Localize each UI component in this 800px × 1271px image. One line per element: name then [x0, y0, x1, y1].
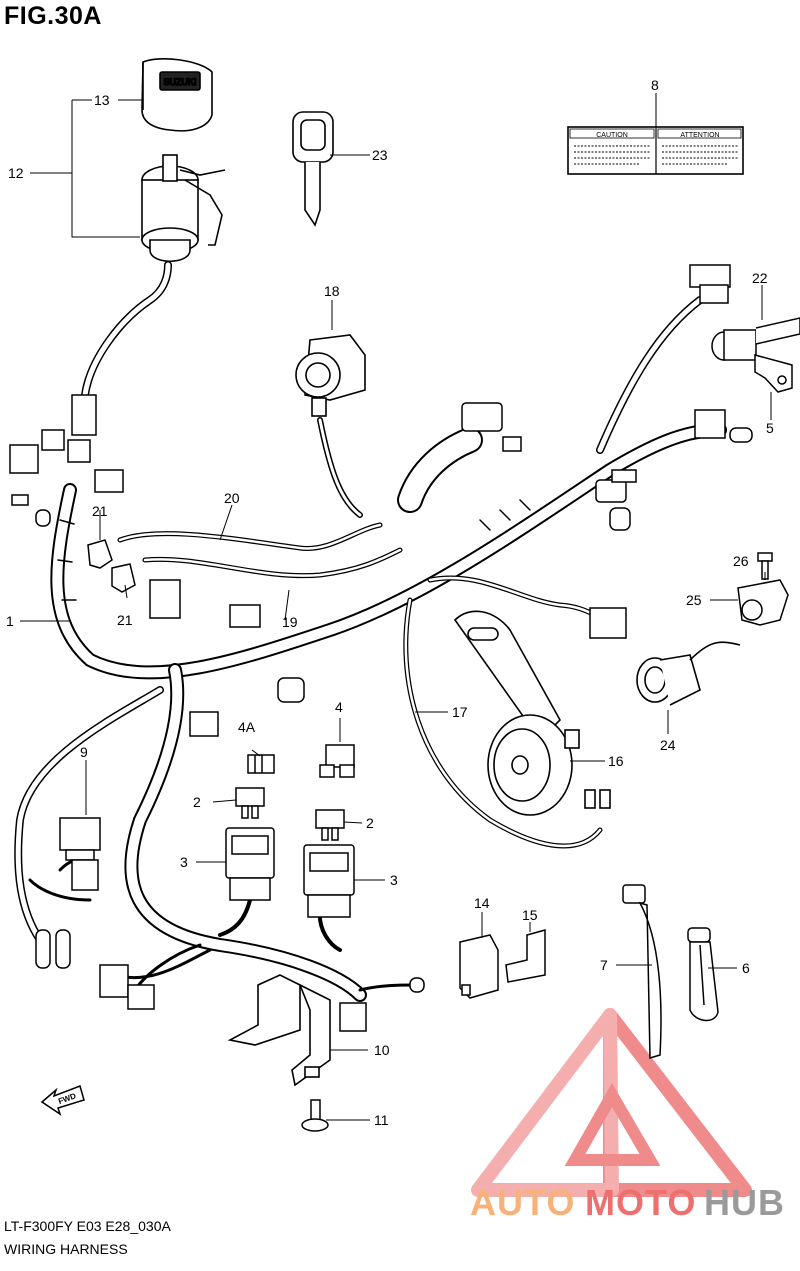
- figure-code: LT-F300FY E03 E28_030A: [4, 1218, 171, 1234]
- callout-3a: 3: [180, 854, 188, 870]
- accessory-socket-part-24[interactable]: [636, 641, 741, 706]
- fuse-holder-part-3-right[interactable]: [303, 844, 355, 918]
- callout-4: 4: [335, 699, 343, 715]
- callout-11: 11: [374, 1112, 389, 1128]
- fuse-holder-part-3-left[interactable]: [225, 827, 275, 901]
- callout-14: 14: [474, 895, 490, 911]
- connector-right-mid[interactable]: [589, 607, 627, 639]
- cover-part-14[interactable]: [459, 934, 499, 999]
- fuse-part-2-left[interactable]: [235, 787, 265, 819]
- callout-4a: 4A: [238, 719, 256, 735]
- bracket-part-15[interactable]: [505, 929, 546, 983]
- bracket-part-10[interactable]: [227, 974, 331, 1087]
- figure-title: FIG.30A: [4, 2, 102, 30]
- callout-15: 15: [522, 907, 538, 923]
- ignition-switch-part[interactable]: [141, 154, 226, 262]
- cable-tie-part-7[interactable]: [622, 884, 662, 1060]
- main-harness: [14, 261, 727, 1002]
- socket-connector-part-22[interactable]: [689, 264, 800, 443]
- handlebar-switch-part[interactable]: [295, 334, 366, 417]
- callout-19: 19: [282, 614, 298, 630]
- callout-17: 17: [452, 704, 468, 720]
- callout-5: 5: [766, 420, 774, 436]
- leader-lines: [20, 93, 772, 1121]
- callout-20: 20: [224, 490, 240, 506]
- callout-1: 1: [6, 613, 14, 629]
- caution-text: CAUTION: [596, 132, 628, 139]
- watermark-part3: HUB: [704, 1182, 785, 1223]
- connector-top-middle[interactable]: [461, 402, 637, 531]
- caution-label-part[interactable]: CAUTION ATTENTION: [567, 126, 744, 175]
- callout-7: 7: [600, 957, 608, 973]
- fuse-part-2-right[interactable]: [315, 809, 345, 841]
- attention-text: ATTENTION: [680, 132, 719, 139]
- connector-cluster-lower[interactable]: [99, 964, 425, 1032]
- callout-22: 22: [752, 270, 768, 286]
- relay-part-9[interactable]: [35, 817, 101, 969]
- callout-2b: 2: [366, 815, 374, 831]
- watermark-logo: [471, 1008, 752, 1197]
- figure-name: WIRING HARNESS: [4, 1241, 128, 1257]
- callout-24: 24: [660, 737, 676, 753]
- callout-21b: 21: [117, 612, 133, 628]
- callout-25: 25: [686, 592, 702, 608]
- connector-cluster-mid[interactable]: [149, 579, 305, 737]
- callout-6: 6: [742, 960, 750, 976]
- horn-part-16[interactable]: [453, 610, 611, 816]
- connector-cluster-left[interactable]: [9, 394, 124, 527]
- callout-2a: 2: [193, 794, 201, 810]
- callout-10: 10: [374, 1042, 390, 1058]
- bolt-part-11[interactable]: [301, 1099, 329, 1132]
- relay-part-4[interactable]: [319, 744, 355, 778]
- watermark-text: AUTO MOTO HUB: [470, 1182, 785, 1223]
- callout-9: 9: [80, 744, 88, 760]
- callout-labels: 13 12 8 23 18 22 5 21 21 20 19 1 17 4 4A…: [6, 77, 774, 1128]
- clip-part-5[interactable]: [754, 354, 793, 393]
- fwd-arrow-icon: FWD: [40, 1085, 85, 1116]
- watermark-part2: MOTO: [585, 1182, 696, 1223]
- watermark-part1: AUTO: [470, 1182, 575, 1223]
- band-part-6[interactable]: [687, 927, 719, 1022]
- callout-12: 12: [8, 165, 24, 181]
- callout-3b: 3: [390, 872, 398, 888]
- key-part[interactable]: [292, 111, 334, 227]
- callout-8: 8: [651, 77, 659, 93]
- callout-23: 23: [372, 147, 388, 163]
- key-cap-part[interactable]: SUZUKI: [141, 58, 213, 132]
- relay-part-4a[interactable]: [247, 754, 275, 774]
- cap-part-21[interactable]: [87, 539, 136, 593]
- callout-21a: 21: [92, 503, 108, 519]
- callout-16: 16: [608, 753, 624, 769]
- bracket-part-25[interactable]: [737, 579, 789, 626]
- callout-26: 26: [733, 553, 749, 569]
- callout-18: 18: [324, 283, 340, 299]
- callout-13: 13: [94, 92, 110, 108]
- key-brand-label: SUZUKI: [163, 77, 196, 87]
